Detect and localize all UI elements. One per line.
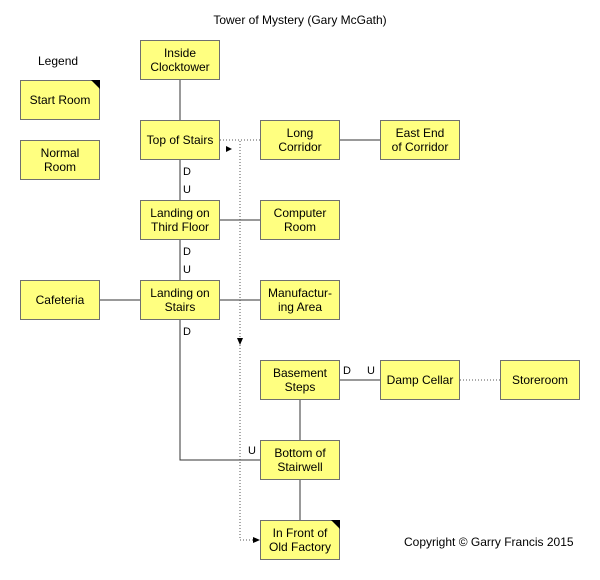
dir-label-top-down: D [183,166,191,178]
arrow-right-factory [253,537,260,543]
room-landing-on-stairs[interactable]: Landing on Stairs [140,280,220,320]
room-bottom-of-stairwell[interactable]: Bottom of Stairwell [260,440,340,480]
dir-label-cellar-up: U [367,365,375,377]
link-oneway-top [220,139,241,150]
arrow-right-top [226,146,232,152]
dir-label-basement-down: D [343,365,351,377]
legend-title: Legend [38,54,79,68]
dir-label-landing-down: D [183,326,191,338]
legend-start-room: Start Room [20,80,100,120]
room-inside-clocktower[interactable]: Inside Clocktower [140,40,220,80]
room-top-of-stairs[interactable]: Top of Stairs [140,120,220,160]
arrow-down-middle [237,338,243,345]
room-cafeteria[interactable]: Cafeteria [20,280,100,320]
dir-label-bottom-up: U [248,445,256,457]
room-damp-cellar[interactable]: Damp Cellar [380,360,460,400]
room-long-corridor[interactable]: Long Corridor [260,120,340,160]
room-storeroom[interactable]: Storeroom [500,360,580,400]
room-basement-steps[interactable]: Basement Steps [260,360,340,400]
room-east-end-of-corridor[interactable]: East End of Corridor [380,120,460,160]
room-landing-third-floor[interactable]: Landing on Third Floor [140,200,220,240]
dir-label-landing-up: U [183,264,191,276]
link-landing-bottom [179,320,260,461]
room-computer-room[interactable]: Computer Room [260,200,340,240]
legend-normal-room: Normal Room [20,140,100,180]
dir-label-third-down: D [183,246,191,258]
room-in-front-of-old-factory[interactable]: In Front of Old Factory [260,520,340,560]
copyright-notice: Copyright © Garry Francis 2015 [404,535,574,549]
dir-label-third-up: U [183,184,191,196]
room-manufacturing-area[interactable]: Manufactur- ing Area [260,280,340,320]
map-title: Tower of Mystery (Gary McGath) [213,13,387,27]
